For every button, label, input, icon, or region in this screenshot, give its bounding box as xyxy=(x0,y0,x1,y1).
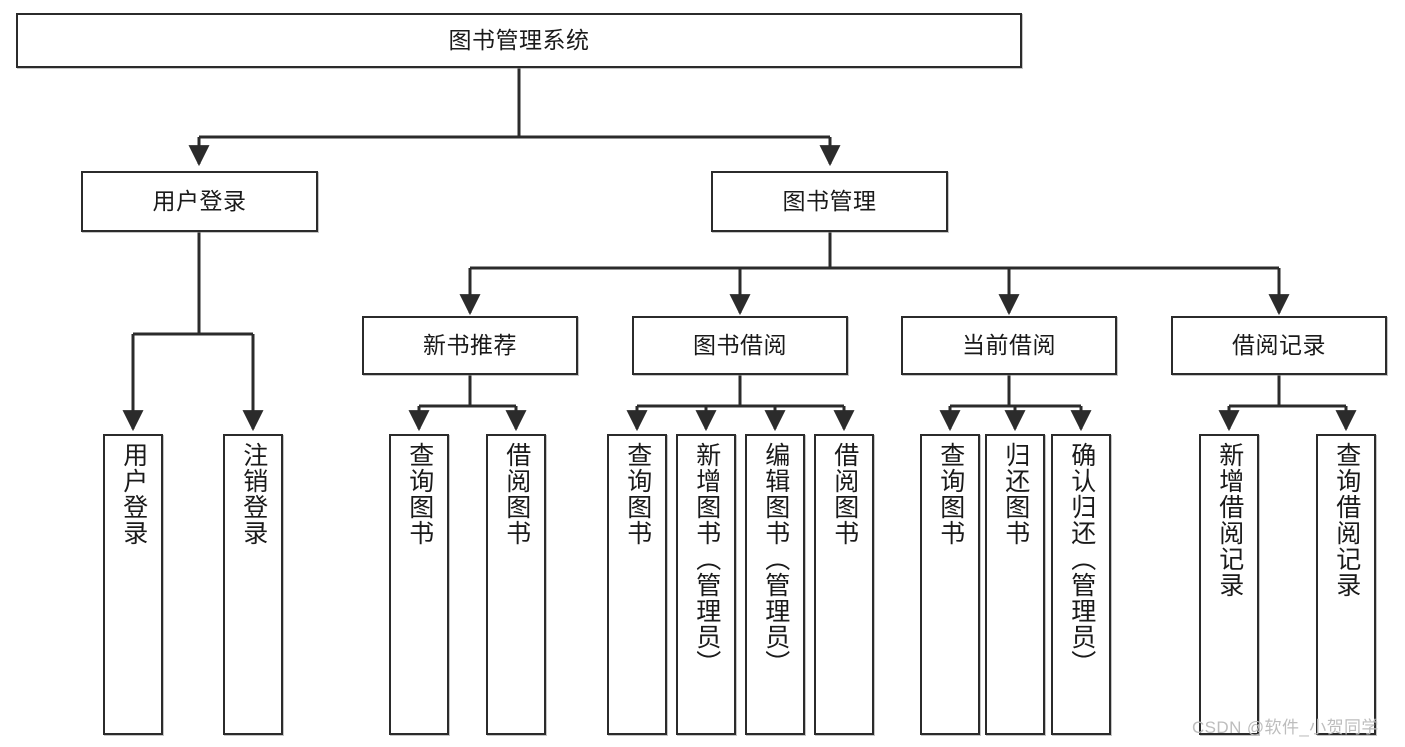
node-leaf-borrow-book-1[interactable]: 借阅图书 xyxy=(486,434,546,735)
node-leaf-add-book[interactable]: 新增图书（管理员） xyxy=(676,434,736,735)
node-new-book-rec[interactable]: 新书推荐 xyxy=(362,316,578,375)
node-leaf-logout[interactable]: 注销登录 xyxy=(223,434,283,735)
node-leaf-query-record[interactable]: 查询借阅记录 xyxy=(1316,434,1376,735)
node-leaf-add-record-label: 新增借阅记录 xyxy=(1215,442,1244,598)
node-leaf-query-book-3[interactable]: 查询图书 xyxy=(920,434,980,735)
node-root[interactable]: 图书管理系统 xyxy=(16,13,1022,68)
node-leaf-user-login-label: 用户登录 xyxy=(119,442,148,546)
node-current-borrow[interactable]: 当前借阅 xyxy=(901,316,1117,375)
node-user-login-label: 用户登录 xyxy=(152,188,247,215)
node-user-login[interactable]: 用户登录 xyxy=(81,171,318,232)
node-leaf-edit-book-label: 编辑图书（管理员） xyxy=(761,442,790,676)
node-book-borrow[interactable]: 图书借阅 xyxy=(632,316,848,375)
node-leaf-edit-book[interactable]: 编辑图书（管理员） xyxy=(745,434,805,735)
node-leaf-user-login[interactable]: 用户登录 xyxy=(103,434,163,735)
node-borrow-record-label: 借阅记录 xyxy=(1232,332,1326,359)
node-book-manage[interactable]: 图书管理 xyxy=(711,171,948,232)
node-borrow-record[interactable]: 借阅记录 xyxy=(1171,316,1387,375)
node-leaf-query-book-2-label: 查询图书 xyxy=(623,442,652,546)
node-leaf-borrow-book-1-label: 借阅图书 xyxy=(502,442,531,546)
node-book-manage-label: 图书管理 xyxy=(782,188,877,215)
node-leaf-borrow-book-2-label: 借阅图书 xyxy=(830,442,859,546)
watermark: CSDN @软件_小贺同学 xyxy=(1192,718,1379,737)
node-leaf-confirm-return-label: 确认归还（管理员） xyxy=(1067,442,1096,676)
node-new-book-rec-label: 新书推荐 xyxy=(423,332,517,359)
node-leaf-query-book-1[interactable]: 查询图书 xyxy=(389,434,449,735)
node-leaf-query-book-2[interactable]: 查询图书 xyxy=(607,434,667,735)
node-leaf-add-record[interactable]: 新增借阅记录 xyxy=(1199,434,1259,735)
node-leaf-return-book[interactable]: 归还图书 xyxy=(985,434,1045,735)
node-book-borrow-label: 图书借阅 xyxy=(693,332,787,359)
node-leaf-return-book-label: 归还图书 xyxy=(1001,442,1030,546)
node-leaf-query-record-label: 查询借阅记录 xyxy=(1332,442,1361,598)
node-leaf-confirm-return[interactable]: 确认归还（管理员） xyxy=(1051,434,1111,735)
node-root-label: 图书管理系统 xyxy=(448,27,590,54)
node-leaf-query-book-1-label: 查询图书 xyxy=(405,442,434,546)
node-leaf-query-book-3-label: 查询图书 xyxy=(936,442,965,546)
node-current-borrow-label: 当前借阅 xyxy=(962,332,1056,359)
node-leaf-borrow-book-2[interactable]: 借阅图书 xyxy=(814,434,874,735)
node-leaf-logout-label: 注销登录 xyxy=(239,442,268,546)
node-leaf-add-book-label: 新增图书（管理员） xyxy=(692,442,721,676)
